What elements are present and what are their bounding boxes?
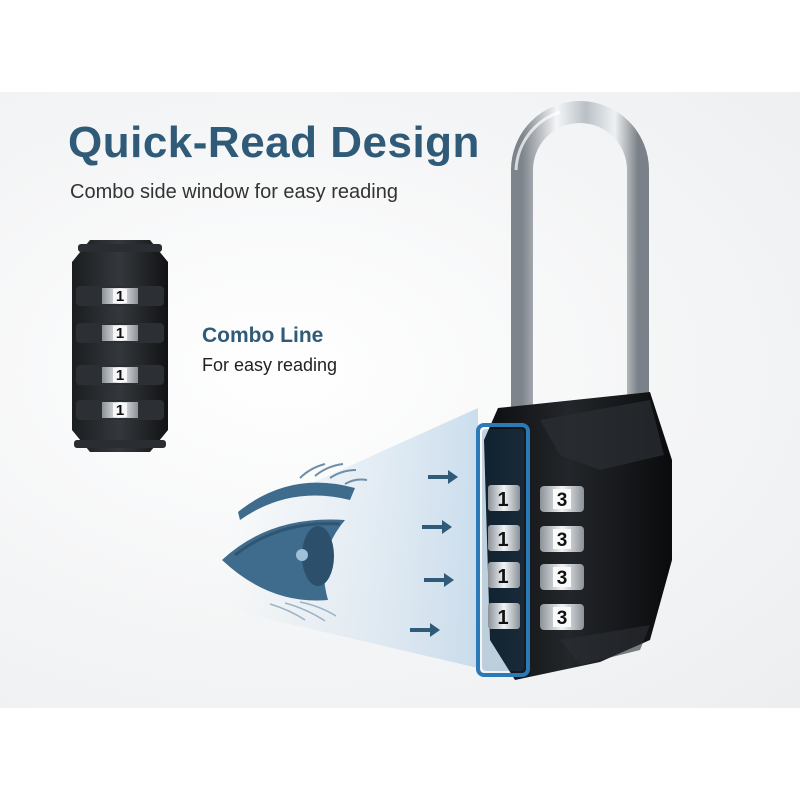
side-digit: 1 <box>116 367 124 384</box>
arrow-right-icon <box>428 470 458 484</box>
callout-subtitle: For easy reading <box>202 355 338 375</box>
right-dial-digit: 3 <box>557 568 568 589</box>
left-dial-digit: 1 <box>497 489 508 511</box>
right-dial-digit: 3 <box>557 530 568 551</box>
right-dial-digit: 3 <box>557 608 568 629</box>
left-dial-digit: 1 <box>497 607 508 629</box>
left-dial-digit: 1 <box>497 566 508 588</box>
combo-side-window <box>476 423 530 677</box>
arrow-right-icon <box>422 520 452 534</box>
arrow-right-icon <box>424 573 454 587</box>
lock-side-view: 1 1 1 1 <box>72 240 168 452</box>
side-digit: 1 <box>116 325 124 342</box>
side-digit: 1 <box>116 402 124 419</box>
headline: Quick-Read Design <box>68 118 480 167</box>
arrow-right-icon <box>410 623 440 637</box>
view-beam <box>230 408 478 668</box>
eye-illustration <box>222 463 368 622</box>
lock-shackle <box>511 101 649 420</box>
subheadline: Combo side window for easy reading <box>70 181 398 203</box>
left-dial-digit: 1 <box>497 529 508 551</box>
callout-title: Combo Line <box>202 324 324 347</box>
combination-lock: 1 1 1 1 3 3 3 3 <box>476 101 672 680</box>
arrow-group <box>410 470 458 637</box>
side-digit: 1 <box>116 288 124 305</box>
right-dial-digit: 3 <box>557 490 568 511</box>
